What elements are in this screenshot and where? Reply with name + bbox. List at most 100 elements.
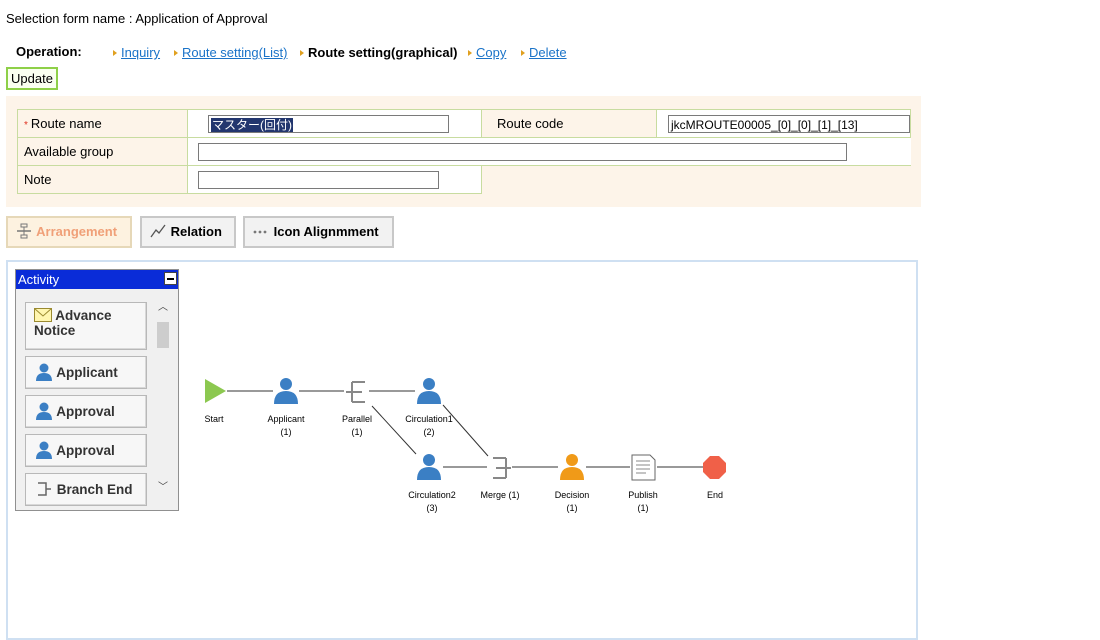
publish-name: Publish	[628, 490, 658, 500]
advance-label-line1: Advance	[55, 308, 112, 323]
node-label-merge: Merge (1)	[460, 489, 540, 502]
connector-line	[371, 405, 417, 455]
route-code-cell: jkcMROUTE00005_[0]_[0]_[1]_[13]	[655, 109, 912, 138]
bullet-arrow-icon	[300, 50, 304, 56]
decision-person-icon[interactable]	[560, 454, 584, 480]
circulation1-count: (2)	[423, 427, 435, 437]
update-button[interactable]: Update	[6, 67, 58, 90]
branch-end-item-label: Branch End	[56, 482, 133, 497]
relation-line-icon	[150, 224, 166, 238]
available-group-input[interactable]	[198, 142, 847, 161]
node-label-applicant: Applicant (1)	[246, 413, 326, 439]
note-cell	[187, 165, 482, 194]
delete-link[interactable]: Delete	[521, 45, 567, 60]
approval-item-label: Approval	[56, 443, 115, 458]
route-name-value[interactable]: マスター(回付)	[211, 117, 293, 132]
merge-branch-end-icon[interactable]	[493, 457, 511, 479]
available-group-label: Available group	[24, 144, 114, 159]
node-label-circulation1: Circulation1 (2)	[389, 413, 469, 439]
dots-icon	[253, 230, 267, 234]
palette-item-applicant[interactable]: Applicant	[25, 356, 147, 389]
publish-document-icon[interactable]	[631, 454, 656, 481]
parallel-count: (1)	[351, 427, 363, 437]
inquiry-link[interactable]: Inquiry	[113, 45, 160, 60]
activity-palette[interactable]: Activity Advance Notice Applicant Approv…	[15, 269, 179, 511]
route-setting-graphical-current: Route setting(graphical)	[300, 45, 458, 60]
circulation2-person-icon[interactable]	[417, 454, 441, 480]
note-label: Note	[24, 172, 52, 187]
route-code-label: Route code	[497, 116, 564, 131]
relation-label[interactable]: Relation	[170, 224, 222, 239]
parallel-branch-icon[interactable]	[346, 381, 365, 403]
advance-label-line2: Notice	[34, 323, 76, 338]
available-group-label-cell: Available group	[17, 137, 188, 166]
required-mark-icon: *	[24, 120, 28, 131]
palette-header[interactable]: Activity	[16, 270, 178, 289]
decision-count: (1)	[566, 503, 578, 513]
publish-count: (1)	[637, 503, 649, 513]
note-label-cell: Note	[17, 165, 188, 194]
applicant-person-icon[interactable]	[274, 378, 298, 404]
node-label-start: Start	[174, 413, 254, 426]
branch-end-icon	[38, 482, 51, 496]
palette-item-branch-end[interactable]: Branch End	[25, 473, 147, 506]
available-group-cell	[186, 137, 911, 166]
node-label-circulation2: Circulation2 (3)	[392, 489, 472, 515]
chevron-down-icon[interactable]: ﹀	[158, 482, 168, 493]
bullet-arrow-icon	[521, 50, 525, 56]
person-icon	[36, 441, 52, 459]
scrollbar-thumb[interactable]	[157, 322, 169, 348]
route-name-label-cell: *Route name	[17, 109, 188, 138]
operation-label: Operation:	[16, 44, 82, 59]
palette-item-advance-notice[interactable]: Advance Notice	[25, 302, 147, 350]
icon-alignment-label[interactable]: Icon Alignmment	[273, 224, 379, 239]
minimize-icon[interactable]	[164, 272, 177, 285]
palette-item-approval-1[interactable]: Approval	[25, 395, 147, 428]
circulation2-count: (3)	[426, 503, 438, 513]
bullet-arrow-icon	[468, 50, 472, 56]
route-code-input[interactable]: jkcMROUTE00005_[0]_[0]_[1]_[13]	[668, 114, 910, 133]
connector-lines	[227, 390, 703, 468]
start-name: Start	[204, 414, 224, 424]
bullet-arrow-icon	[113, 50, 117, 56]
circulation2-name: Circulation2	[408, 490, 456, 500]
icon-alignment-button[interactable]: Icon Alignmment	[243, 216, 394, 248]
palette-scrollbar[interactable]: ︿ ﹀	[156, 301, 170, 501]
route-setting-list-link[interactable]: Route setting(List)	[174, 45, 288, 60]
node-label-parallel: Parallel(1)	[317, 413, 397, 439]
route-form-panel: *Route name マスター(回付) Route code jkcMROUT…	[6, 96, 921, 207]
decision-name: Decision	[554, 490, 590, 500]
circulation1-person-icon[interactable]	[417, 378, 441, 404]
node-label-decision: Decision (1)	[532, 489, 612, 515]
applicant-item-label: Applicant	[56, 365, 118, 380]
route-setting-graphical-label: Route setting(graphical)	[308, 45, 458, 60]
chevron-up-icon[interactable]: ︿	[158, 302, 168, 313]
applicant-name: Applicant	[267, 414, 305, 424]
relation-button[interactable]: Relation	[140, 216, 236, 248]
route-setting-list-link-label[interactable]: Route setting(List)	[182, 45, 288, 60]
node-label-end: End	[675, 489, 755, 502]
end-stop-icon[interactable]	[703, 456, 726, 479]
copy-link-label[interactable]: Copy	[476, 45, 507, 60]
arrangement-label[interactable]: Arrangement	[36, 224, 118, 239]
start-play-icon[interactable]	[205, 379, 226, 403]
route-form-table: *Route name マスター(回付) Route code jkcMROUT…	[17, 109, 912, 194]
person-icon	[36, 363, 52, 381]
route-name-input[interactable]: マスター(回付)	[208, 114, 449, 133]
route-name-label: Route name	[30, 116, 102, 131]
connector-line	[442, 404, 489, 457]
route-name-cell: マスター(回付)	[187, 109, 482, 138]
inquiry-link-label[interactable]: Inquiry	[121, 45, 161, 60]
approval-item-label: Approval	[56, 404, 115, 419]
note-input[interactable]	[198, 170, 439, 189]
person-icon	[36, 402, 52, 420]
arrangement-button[interactable]: Arrangement	[6, 216, 132, 248]
copy-link[interactable]: Copy	[468, 45, 506, 60]
circulation1-name: Circulation1	[405, 414, 453, 424]
applicant-count: (1)	[280, 427, 292, 437]
end-name: End	[706, 490, 723, 500]
envelope-icon	[34, 308, 52, 322]
palette-item-approval-2[interactable]: Approval	[25, 434, 147, 467]
form-title: Selection form name : Application of App…	[6, 11, 268, 26]
delete-link-label[interactable]: Delete	[529, 45, 567, 60]
